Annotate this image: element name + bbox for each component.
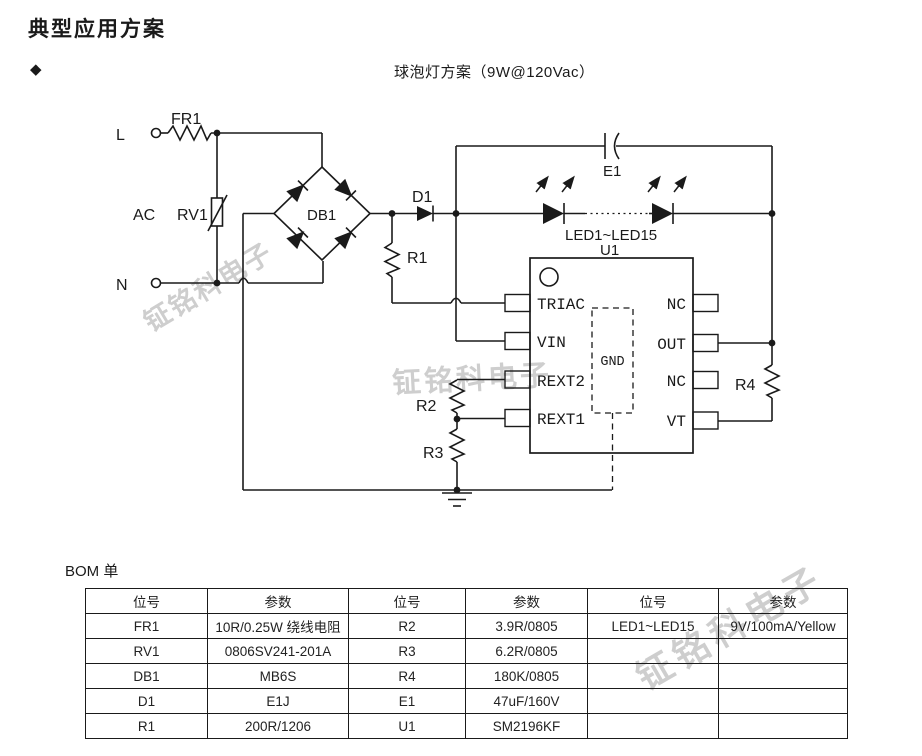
bom-cell: R2 — [348, 613, 466, 639]
pin1-indicator-icon — [539, 267, 559, 287]
ground-symbol — [442, 492, 472, 507]
col-header: 位号 — [85, 588, 208, 614]
bom-cell — [587, 663, 719, 689]
col-header: 参数 — [465, 588, 588, 614]
db1-bridge-diodes — [286, 178, 357, 250]
bom-header-row: 位号 参数 位号 参数 位号 参数 — [85, 588, 848, 614]
led1-symbol — [543, 203, 564, 224]
application-circuit-schematic: L FR1 AC RV1 N DB1 D1 R1 E1 LED1~LED15 U… — [116, 111, 781, 507]
db1-label: DB1 — [307, 207, 336, 224]
page-title: 典型应用方案 — [28, 18, 166, 41]
bom-cell — [587, 688, 719, 714]
bom-cell: R4 — [348, 663, 466, 689]
bom-cell: E1J — [207, 688, 349, 714]
bom-cell: R3 — [348, 638, 466, 664]
led15-symbol — [652, 203, 673, 224]
r4-resistor-symbol — [763, 364, 781, 399]
pin-vin-label: VIN — [537, 334, 566, 352]
r3-resistor-symbol — [448, 428, 466, 463]
bom-cell: LED1~LED15 — [587, 613, 719, 639]
bom-cell — [718, 713, 848, 739]
schematic-caption: 球泡灯方案（9W@120Vac） — [394, 64, 595, 81]
bom-cell: 3.9R/0805 — [465, 613, 588, 639]
led-range-label: LED1~LED15 — [565, 227, 657, 244]
bom-cell: 0806SV241-201A — [207, 638, 349, 664]
bom-row: D1 E1J E1 47uF/160V — [85, 688, 848, 714]
bom-cell: R1 — [85, 713, 208, 739]
bom-cell: MB6S — [207, 663, 349, 689]
bom-cell — [587, 638, 719, 664]
col-header: 参数 — [207, 588, 349, 614]
db1-bridge-outline — [272, 165, 372, 262]
bom-cell: 47uF/160V — [465, 688, 588, 714]
bom-row: FR1 10R/0.25W 绕线电阻 R2 3.9R/0805 LED1~LED… — [85, 613, 848, 639]
bom-row: R1 200R/1206 U1 SM2196KF — [85, 713, 848, 739]
d1-diode-symbol — [417, 206, 433, 221]
diamond-bullet-icon: ◆ — [30, 61, 42, 78]
bom-cell: 9V/100mA/Yellow — [718, 613, 848, 639]
bom-cell: DB1 — [85, 663, 208, 689]
fr1-resistor-symbol — [167, 124, 212, 142]
r3-label: R3 — [423, 445, 444, 462]
d1-label: D1 — [412, 189, 433, 206]
r1-label: R1 — [407, 250, 428, 267]
n-terminal — [150, 277, 162, 289]
gnd-pad-label: GND — [600, 355, 624, 370]
bom-cell: RV1 — [85, 638, 208, 664]
bom-cell: 200R/1206 — [207, 713, 349, 739]
bom-row: RV1 0806SV241-201A R3 6.2R/0805 — [85, 638, 848, 664]
pin-triac-label: TRIAC — [537, 296, 585, 314]
pin-nc2-label: NC — [667, 373, 686, 391]
circuit-wires — [161, 124, 781, 507]
bom-cell: 6.2R/0805 — [465, 638, 588, 664]
rv1-label: RV1 — [177, 207, 208, 224]
led-emission-arrows — [535, 175, 687, 193]
bom-cell: U1 — [348, 713, 466, 739]
r2-label: R2 — [416, 398, 437, 415]
bom-cell — [718, 688, 848, 714]
bom-cell — [587, 713, 719, 739]
l-terminal — [150, 127, 162, 139]
r2-resistor-symbol — [448, 379, 466, 414]
col-header: 位号 — [348, 588, 466, 614]
e1-label: E1 — [603, 163, 621, 180]
junction-dots — [213, 129, 776, 494]
u1-ic-body — [504, 257, 719, 490]
bom-row: DB1 MB6S R4 180K/0805 — [85, 663, 848, 689]
bom-cell: FR1 — [85, 613, 208, 639]
bom-cell: E1 — [348, 688, 466, 714]
n-label: N — [116, 277, 128, 294]
pin-rext2-label: REXT2 — [537, 373, 585, 391]
bom-title: BOM 单 — [65, 563, 119, 580]
pin-out-label: OUT — [657, 336, 686, 354]
l-label: L — [116, 127, 125, 144]
bom-cell: 10R/0.25W 绕线电阻 — [207, 613, 349, 639]
bom-cell — [718, 663, 848, 689]
bom-cell: 180K/0805 — [465, 663, 588, 689]
u1-label: U1 — [600, 242, 619, 259]
pin-nc1-label: NC — [667, 296, 686, 314]
col-header: 参数 — [718, 588, 848, 614]
pin-vt-label: VT — [667, 413, 686, 431]
e1-capacitor-curved-plate — [613, 132, 620, 160]
bom-table: 位号 参数 位号 参数 位号 参数 FR1 10R/0.25W 绕线电阻 R2 … — [85, 588, 848, 739]
bom-cell: SM2196KF — [465, 713, 588, 739]
ac-label: AC — [133, 207, 155, 224]
fr1-label: FR1 — [171, 111, 201, 128]
r4-label: R4 — [735, 377, 756, 394]
bom-cell — [718, 638, 848, 664]
pin-rext1-label: REXT1 — [537, 411, 585, 429]
bom-cell: D1 — [85, 688, 208, 714]
r1-resistor-symbol — [383, 242, 401, 278]
col-header: 位号 — [587, 588, 719, 614]
